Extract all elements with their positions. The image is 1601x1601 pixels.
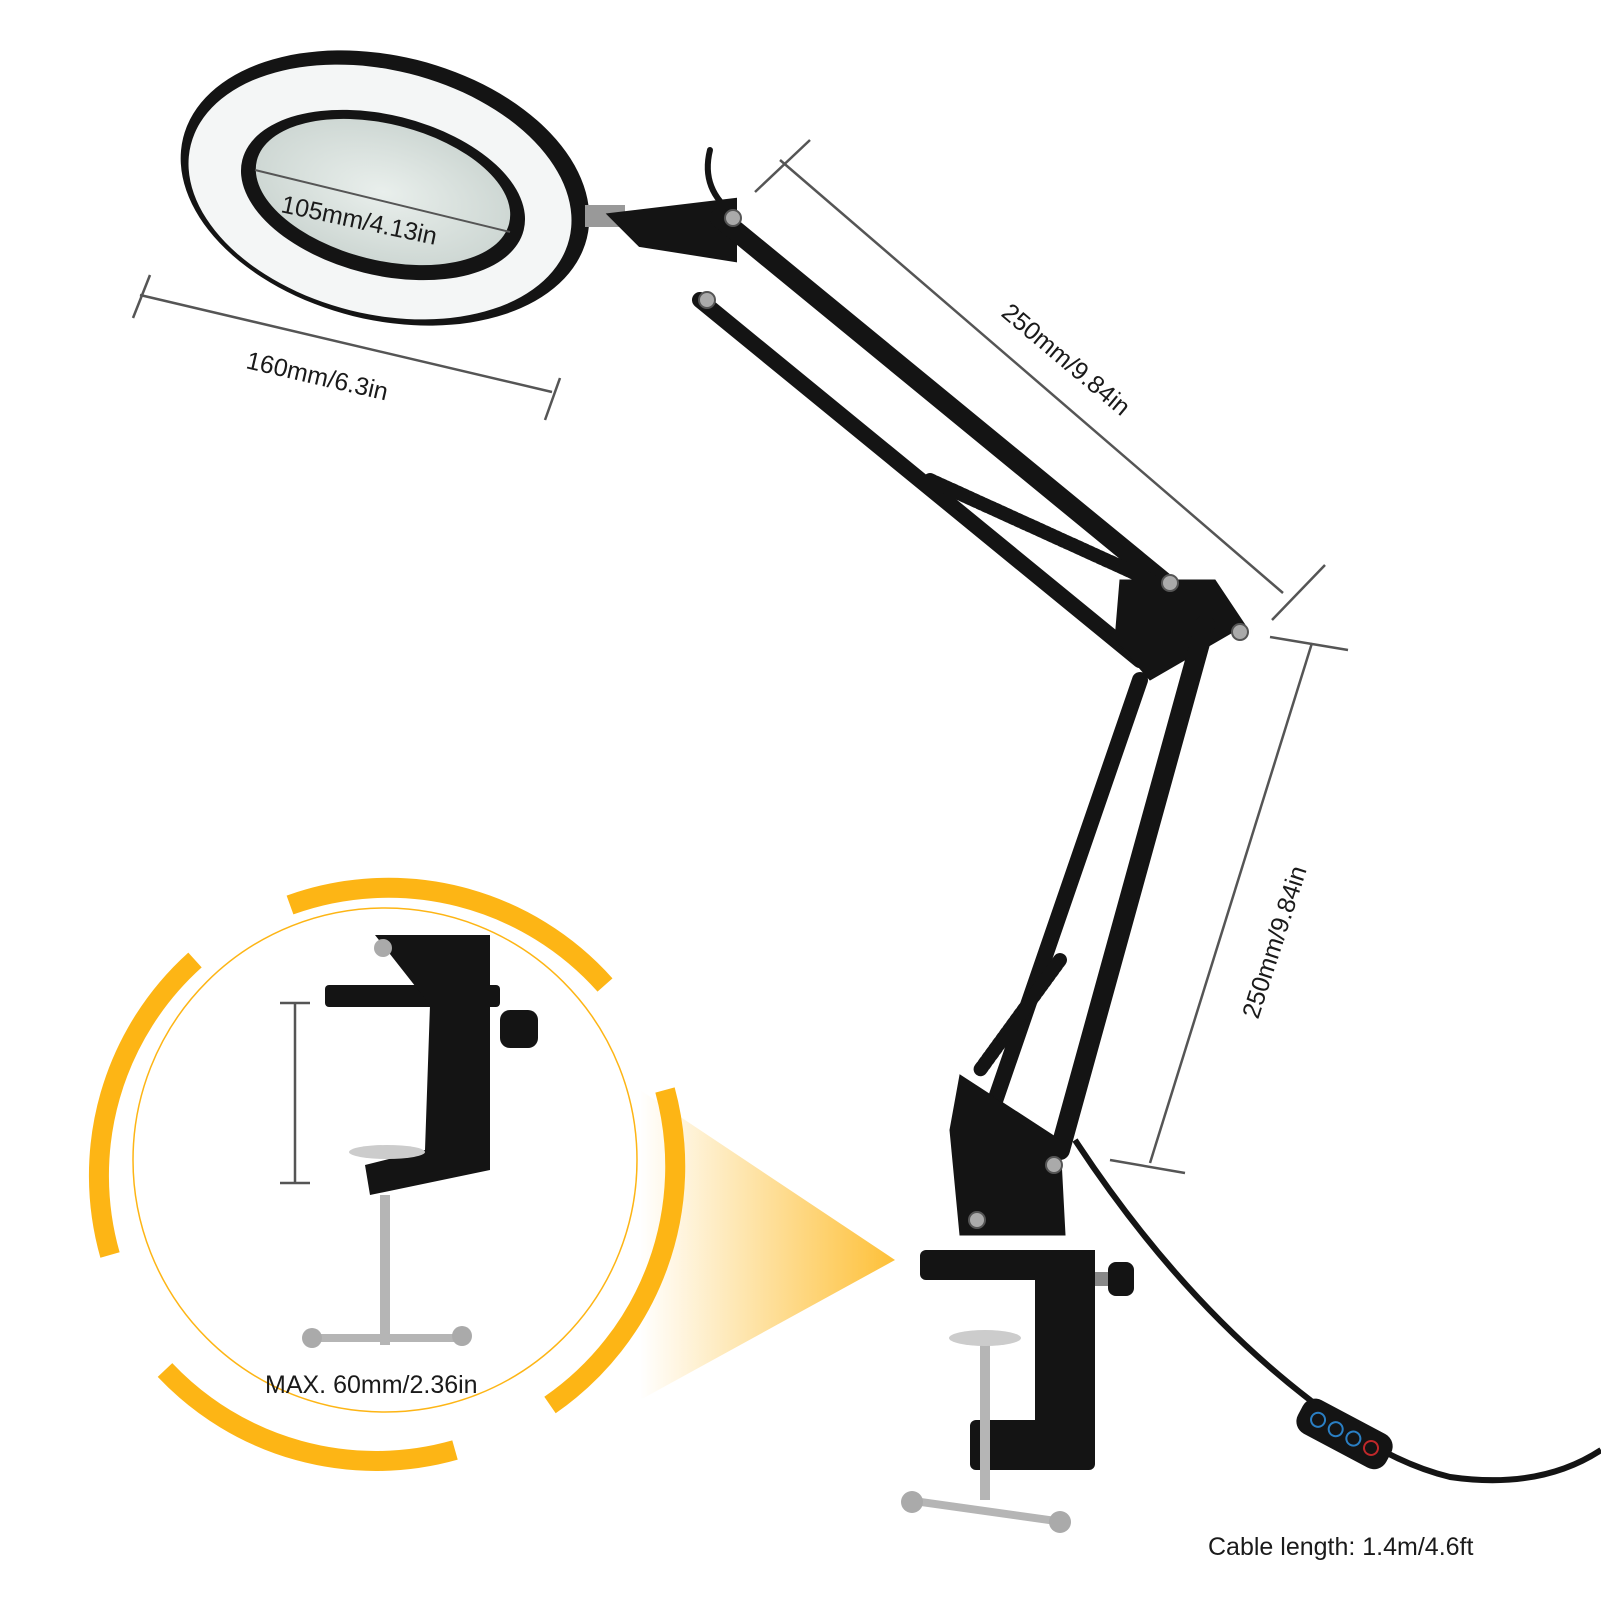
head-width-label: 160mm/6.3in — [244, 347, 391, 407]
desk-clamp — [901, 1250, 1134, 1533]
zoom-beam — [640, 1090, 895, 1400]
power-cable: Cable length: 1.4m/4.6ft — [1072, 1138, 1601, 1561]
lamp-arm — [605, 147, 1249, 1236]
lower-arm-dimension: 250mm/9.84in — [1109, 635, 1349, 1175]
clamp-detail-inset: MAX. 60mm/2.36in — [88, 877, 686, 1471]
clamp-max-label: MAX. 60mm/2.36in — [265, 1371, 478, 1399]
upper-arm-label: 250mm/9.84in — [996, 298, 1135, 421]
upper-arm-dimension: 250mm/9.84in — [754, 139, 1326, 621]
cable-length-label: Cable length: 1.4m/4.6ft — [1208, 1533, 1473, 1561]
magnifier-head: 105mm/4.13in — [180, 50, 625, 326]
lower-arm-label: 250mm/9.84in — [1237, 863, 1313, 1022]
inline-controller[interactable] — [1291, 1394, 1397, 1474]
